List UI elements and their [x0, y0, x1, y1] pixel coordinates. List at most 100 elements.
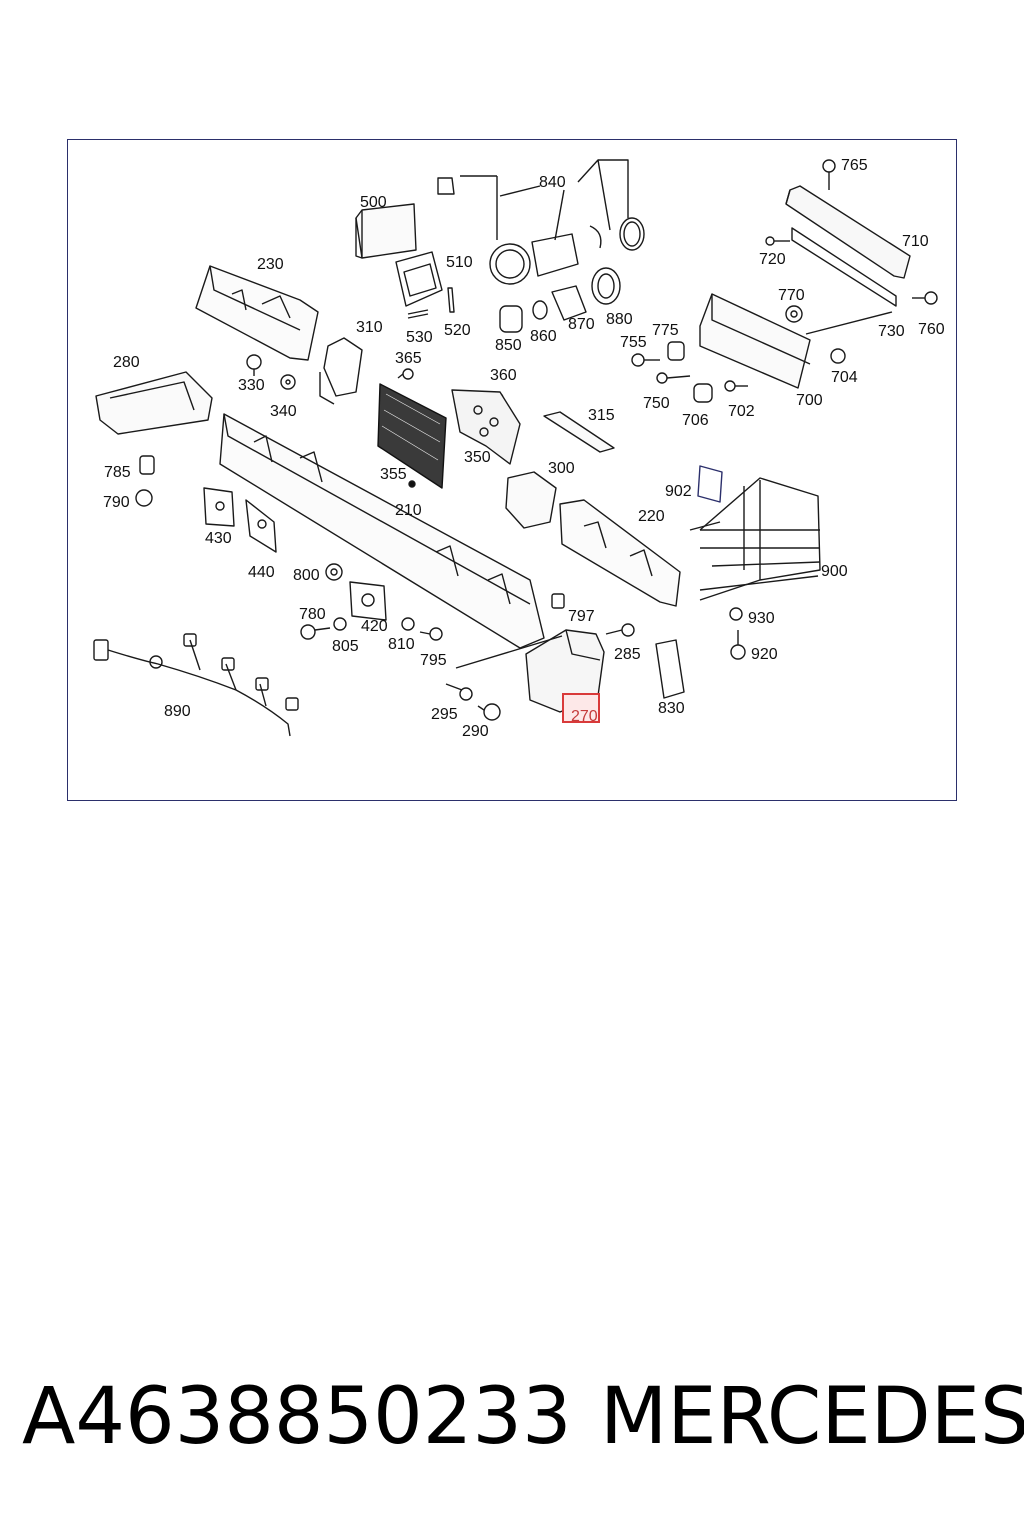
part-270-end-cap: [455, 629, 605, 713]
part-285-screw: [605, 623, 635, 637]
label-220: 220: [638, 508, 665, 525]
part-830-gasket: [655, 639, 685, 699]
part-330-bolt: [246, 354, 262, 376]
label-440: 440: [248, 564, 275, 581]
label-315: 315: [588, 407, 615, 424]
highlight-270: 270: [562, 693, 600, 725]
label-775: 775: [652, 322, 679, 339]
part-530-clip: [407, 309, 429, 319]
label-280: 280: [113, 354, 140, 371]
part-520-pin: [447, 287, 455, 313]
part-800-washer: [325, 563, 343, 581]
part-210-main-bumper: [219, 413, 545, 649]
part-795-bolt: [419, 627, 443, 641]
part-870-clamp: [551, 285, 587, 321]
part-706-bushing: [693, 383, 713, 403]
label-500: 500: [360, 194, 387, 211]
label-360: 360: [490, 367, 517, 384]
label-900: 900: [821, 563, 848, 580]
part-790-nut: [135, 489, 153, 507]
label-530: 530: [406, 329, 433, 346]
part-860-ring: [532, 300, 548, 320]
part-750-screw: [656, 372, 691, 384]
diagram-frame: [67, 139, 957, 801]
part-710-bar: [785, 185, 911, 279]
label-755: 755: [620, 334, 647, 351]
label-350: 350: [464, 449, 491, 466]
label-785: 785: [104, 464, 131, 481]
part-315-strip: [543, 411, 615, 453]
part-420-plate: [349, 581, 387, 621]
part-730-leader: [805, 311, 893, 335]
label-706: 706: [682, 412, 709, 429]
part-755-bolt: [631, 353, 660, 367]
part-902-pad: [697, 465, 723, 503]
label-720: 720: [759, 251, 786, 268]
label-285: 285: [614, 646, 641, 663]
part-900-step-rack: [689, 477, 821, 601]
label-797: 797: [568, 608, 595, 625]
part-365-screw: [397, 368, 414, 380]
label-840: 840: [539, 174, 566, 191]
part-920-bolt: [730, 630, 746, 660]
highlight-box: [562, 693, 600, 723]
label-290: 290: [462, 723, 489, 740]
label-795: 795: [420, 652, 447, 669]
label-355: 355: [380, 466, 407, 483]
label-730: 730: [878, 323, 905, 340]
label-902: 902: [665, 483, 692, 500]
label-830: 830: [658, 700, 685, 717]
caption-bar: A4638850233 MERCEDES: [22, 1372, 1024, 1462]
part-797-clip: [551, 593, 565, 609]
part-number: A4638850233: [22, 1372, 572, 1462]
label-800: 800: [293, 567, 320, 584]
part-labels: 500 840 765 710 720 510 230 770 760 730 …: [103, 157, 945, 740]
part-310-bracket: [319, 337, 363, 405]
part-890-harness: [93, 633, 299, 737]
label-365: 365: [395, 350, 422, 367]
label-850: 850: [495, 337, 522, 354]
part-510-bracket: [395, 251, 443, 307]
label-420: 420: [361, 618, 388, 635]
label-805: 805: [332, 638, 359, 655]
part-290-bolt: [445, 683, 501, 721]
label-510: 510: [446, 254, 473, 271]
part-780-bolt: [300, 624, 331, 640]
label-430: 430: [205, 530, 232, 547]
part-295-washer: [459, 687, 473, 701]
part-760-bolt: [912, 291, 938, 305]
part-220-side-member: [559, 499, 681, 607]
part-230-side-member: [195, 265, 319, 361]
label-810: 810: [388, 636, 415, 653]
part-704-nut: [830, 348, 846, 364]
label-270: 270: [571, 708, 598, 725]
part-280-end-cap: [95, 371, 213, 435]
part-340-washer: [280, 374, 296, 390]
label-210: 210: [395, 502, 422, 519]
part-850-cap: [499, 305, 523, 333]
label-710: 710: [902, 233, 929, 250]
label-780: 780: [299, 606, 326, 623]
part-840-group: [437, 159, 645, 285]
part-880-housing: [591, 267, 621, 305]
part-805-washer: [333, 617, 347, 631]
label-700: 700: [796, 392, 823, 409]
label-230: 230: [257, 256, 284, 273]
label-770: 770: [778, 287, 805, 304]
label-880: 880: [606, 311, 633, 328]
part-350-plate: [451, 389, 521, 465]
label-295: 295: [431, 706, 458, 723]
label-520: 520: [444, 322, 471, 339]
label-340: 340: [270, 403, 297, 420]
label-930: 930: [748, 610, 775, 627]
part-440-bracket: [245, 499, 277, 553]
part-430-bracket: [203, 487, 235, 527]
part-930-washer: [729, 607, 743, 621]
label-860: 860: [530, 328, 557, 345]
part-785-spacer: [139, 455, 155, 475]
label-920: 920: [751, 646, 778, 663]
label-760: 760: [918, 321, 945, 338]
part-702-screw: [724, 380, 748, 392]
label-750: 750: [643, 395, 670, 412]
